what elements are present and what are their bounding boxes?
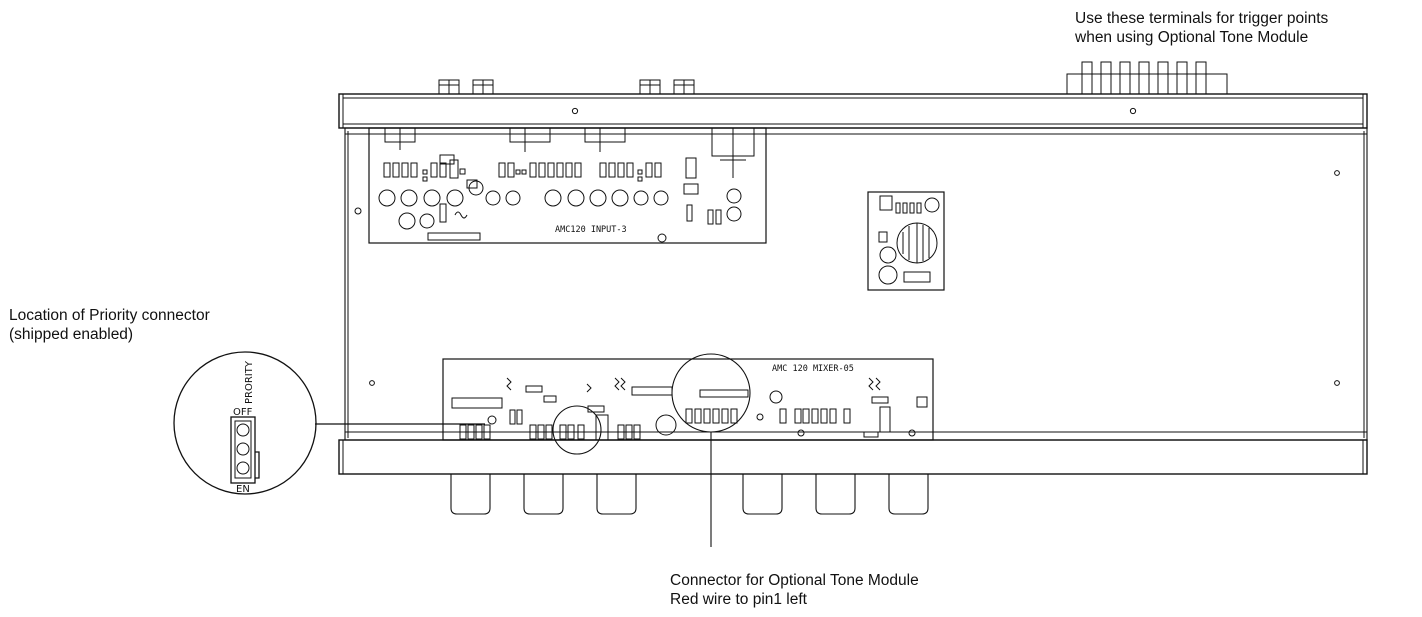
priority-jumper-en-label: EN [236,484,250,495]
tone-module-callout-line2: Red wire to pin1 left [670,591,807,608]
mixer-board-label: AMC 120 MIXER-05 [772,364,854,374]
tone-module-connector-highlight [671,353,751,433]
priority-callout-line1: Location of Priority connector [9,307,210,324]
rear-connector-right-pair [639,79,695,95]
terminals-callout-line1: Use these terminals for trigger points [1075,10,1329,27]
rear-connector-left-pair [438,79,494,95]
tone-module-callout: Connector for Optional Tone Module Red w… [670,571,919,609]
terminals-callout-line2: when using Optional Tone Module [1075,29,1309,46]
terminals-callout: Use these terminals for trigger points w… [1075,9,1328,47]
priority-callout-line2: (shipped enabled) [9,326,134,343]
chassis-holes [354,170,1340,386]
tone-module-callout-line1: Connector for Optional Tone Module [670,572,919,589]
rear-panel [338,93,1368,129]
priority-jumper-off-label: OFF [233,407,253,418]
priority-connector-highlight [552,405,602,455]
trigger-terminal-strip [1066,61,1228,95]
mixer-board [442,358,934,441]
small-module-board [867,191,945,291]
priority-jumper-label: PRORITY [244,360,255,404]
input-board-label: AMC120 INPUT-3 [555,225,627,235]
priority-callout: Location of Priority connector (shipped … [9,306,210,344]
front-knobs [450,474,929,515]
input-board [368,127,767,244]
chassis [344,127,1368,441]
front-panel [338,439,1368,475]
priority-connector-zoom [173,351,317,495]
